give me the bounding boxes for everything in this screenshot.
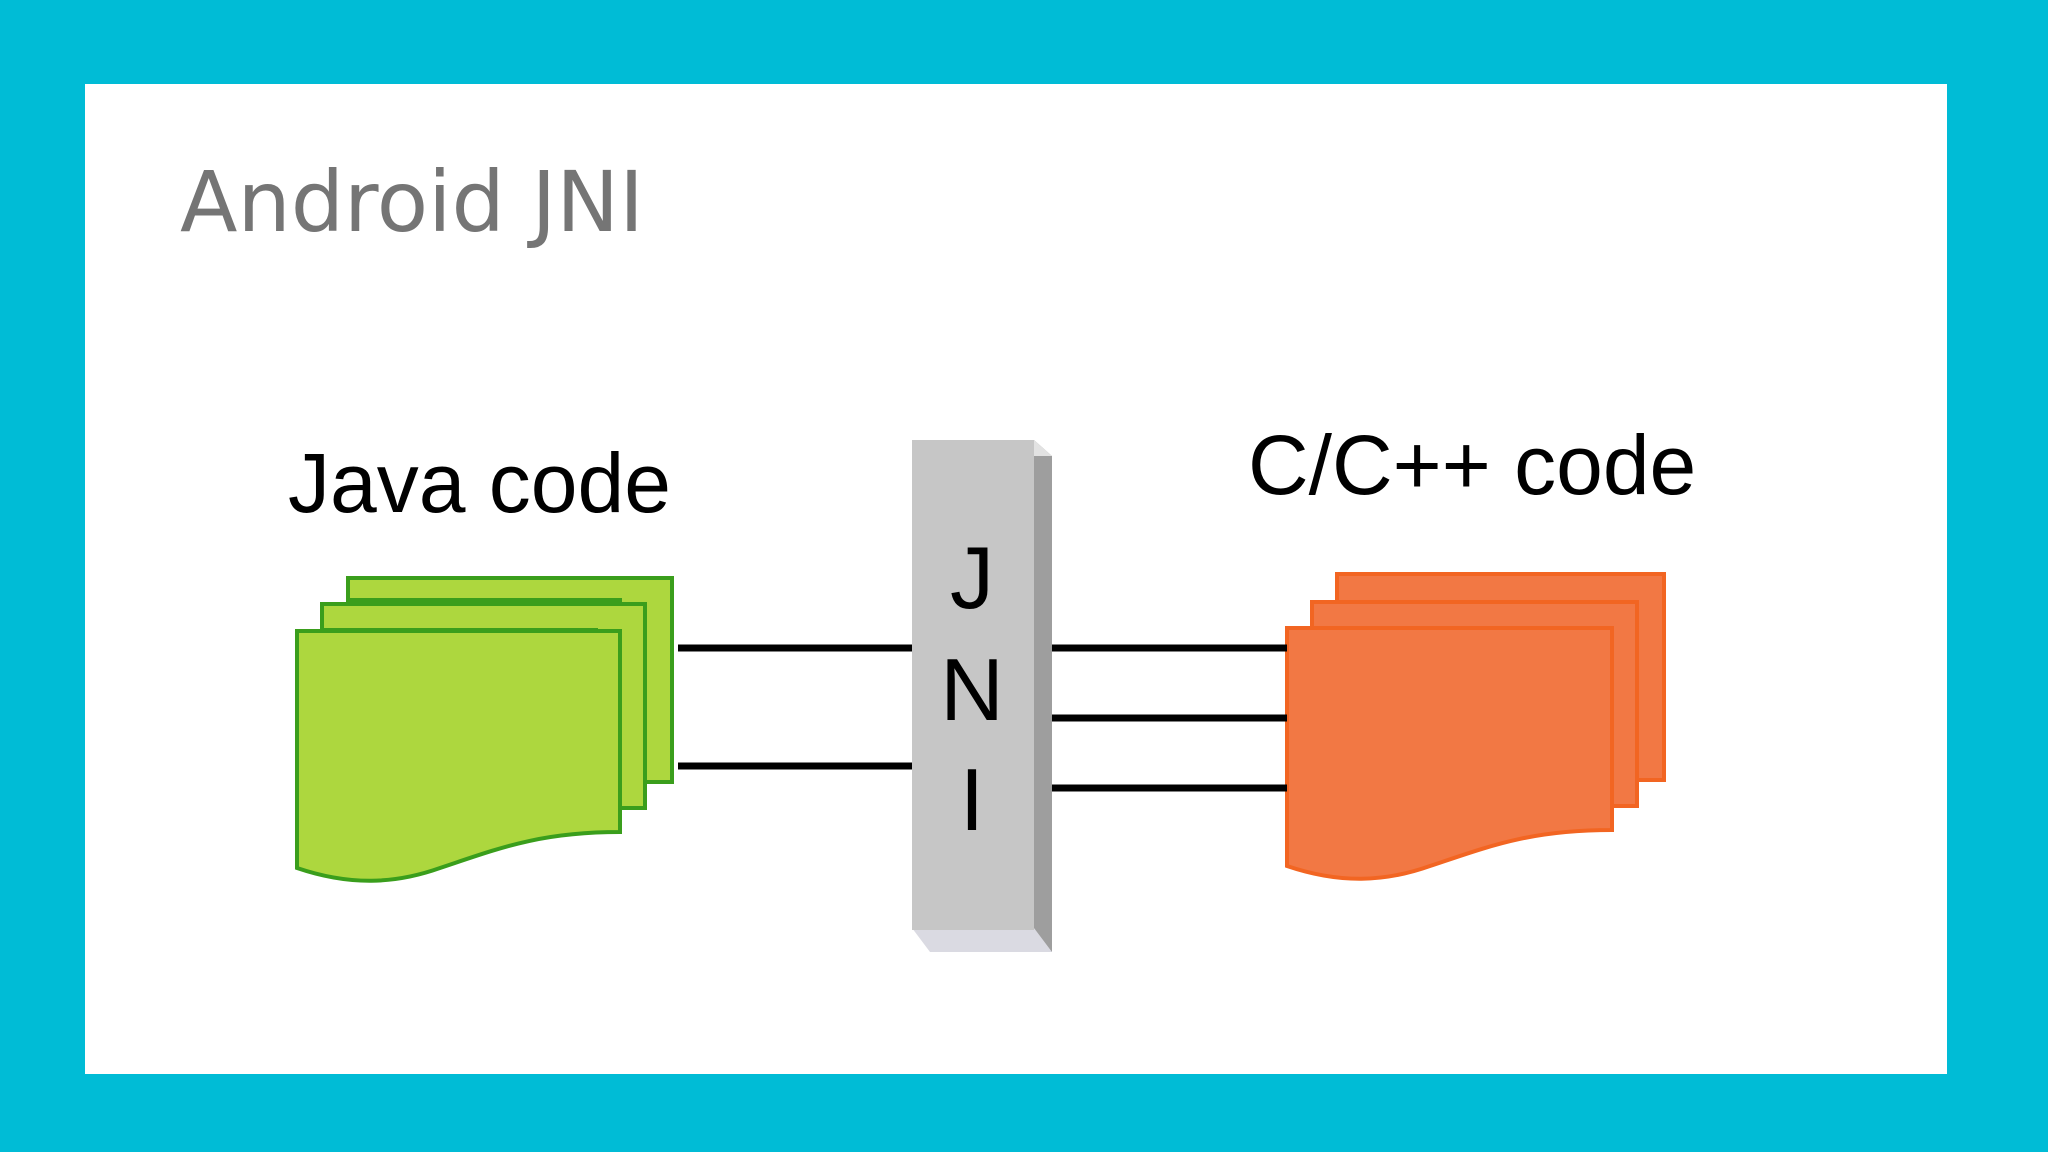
- jni-bridge-bottom: [912, 928, 1052, 952]
- jni-letter-j: J: [950, 528, 994, 627]
- cpp-code-label: C/C++ code: [1248, 418, 1696, 512]
- slide-title: Android JNI: [180, 153, 644, 251]
- jni-letter-n: N: [940, 640, 1004, 739]
- jni-letter-i: I: [960, 750, 984, 849]
- jni-bridge-side: [1034, 440, 1052, 952]
- java-document-front: [295, 629, 622, 883]
- cpp-document-stack: [1285, 572, 1666, 881]
- java-document-stack: [295, 576, 674, 883]
- java-code-label: Java code: [288, 436, 671, 530]
- connector-lines: [678, 644, 1287, 792]
- jni-bridge: J N I: [912, 440, 1052, 952]
- cpp-document-front: [1285, 626, 1614, 881]
- jni-bridge-front: [912, 440, 1034, 930]
